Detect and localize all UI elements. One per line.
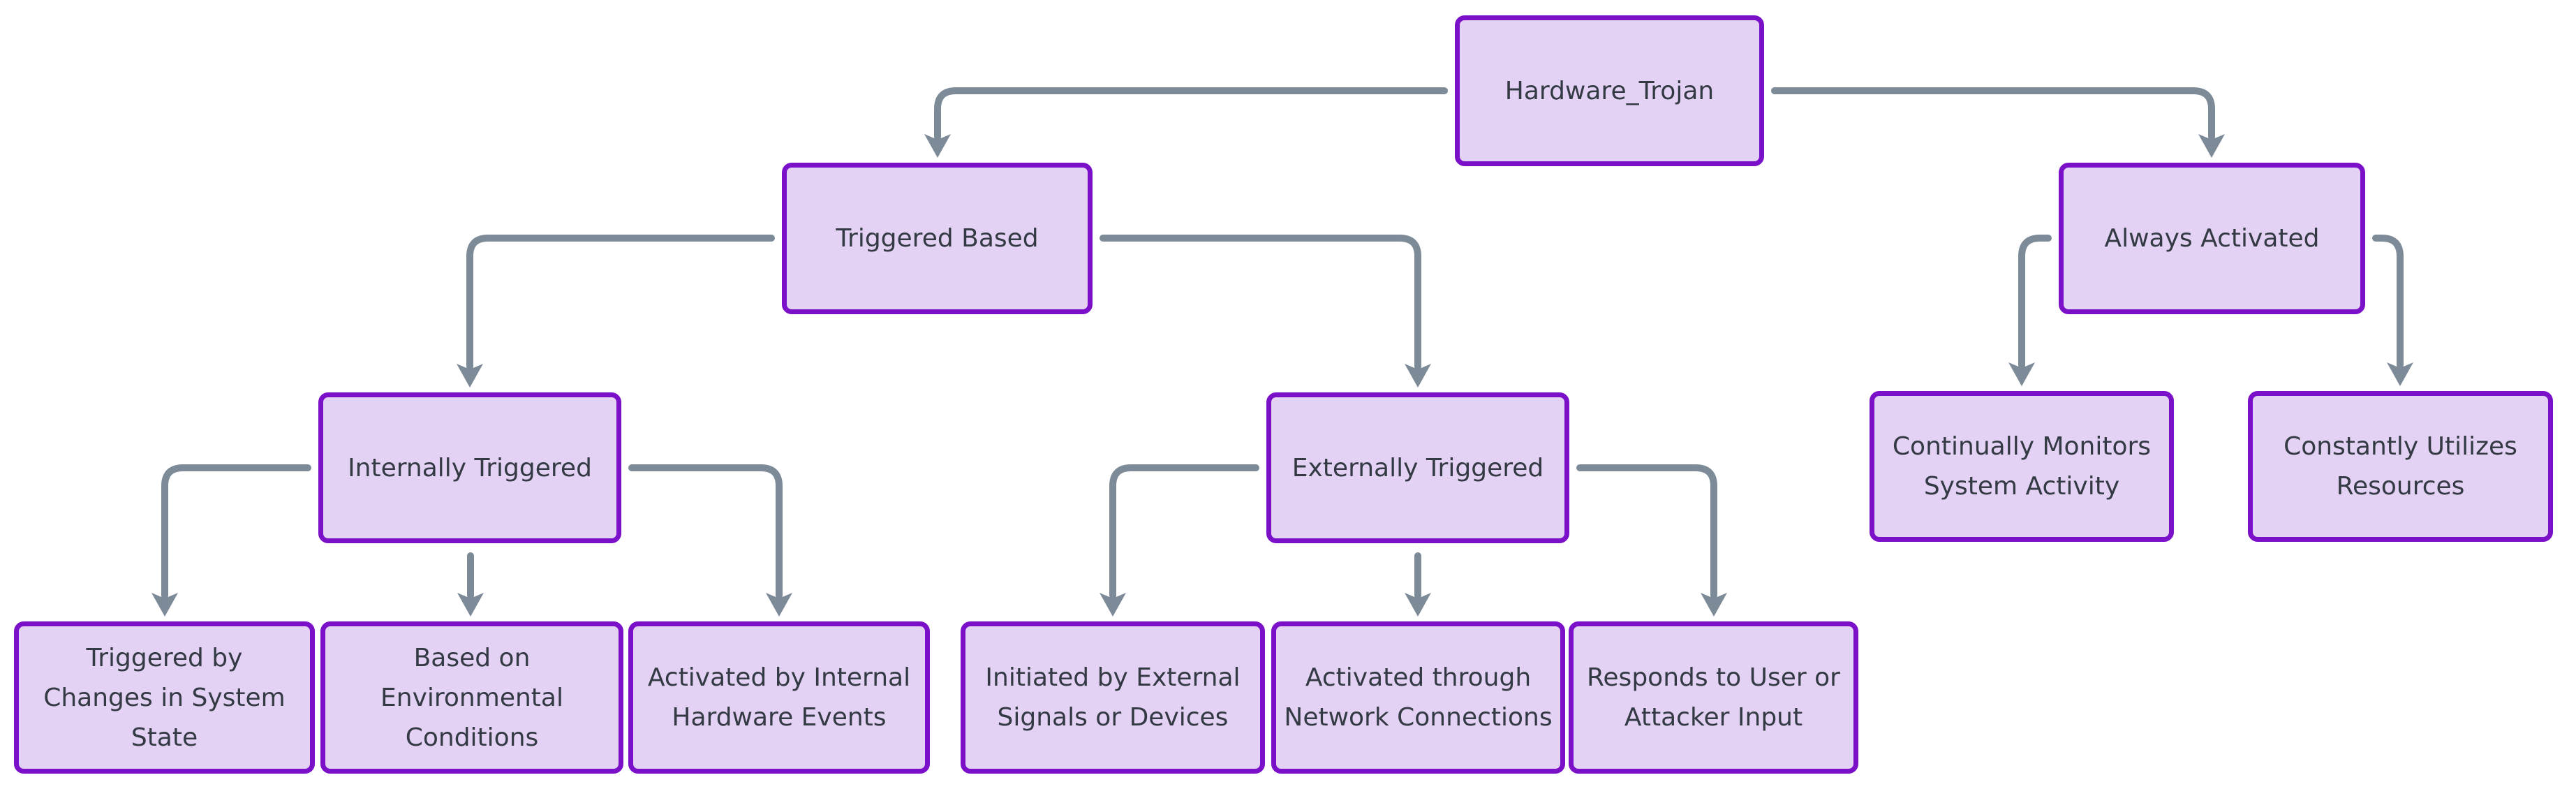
node-continually-monitors: Continually Monitors System Activity — [1870, 391, 2174, 542]
arrowhead-continually-monitors — [2008, 362, 2035, 386]
node-responds-to-user: Responds to User or Attacker Input — [1569, 621, 1858, 774]
node-hardware-trojan: Hardware_Trojan — [1455, 15, 1764, 166]
edge-always-activated-to-continually-monitors — [2018, 235, 2052, 369]
edge-triggered-based-to-externally-triggered — [1100, 235, 1421, 370]
arrowhead-triggered-based — [924, 134, 951, 158]
node-activated-through-network: Activated through Network Connections — [1271, 621, 1565, 774]
arrowhead-constantly-utilizes — [2387, 362, 2413, 386]
node-initiated-by-external: Initiated by External Signals or Devices — [961, 621, 1265, 774]
arrowhead-activated-through-network — [1405, 593, 1431, 617]
arrowhead-externally-triggered — [1405, 364, 1431, 388]
node-triggered-by-changes: Triggered by Changes in System State — [14, 621, 315, 774]
edge-externally-triggered-to-responds-to-user — [1576, 464, 1717, 599]
node-triggered-based: Triggered Based — [782, 163, 1093, 314]
node-based-on-environmental: Based on Environmental Conditions — [320, 621, 623, 774]
arrowhead-always-activated — [2198, 134, 2225, 158]
arrowhead-activated-by-internal — [766, 593, 792, 617]
node-externally-triggered: Externally Triggered — [1266, 392, 1569, 543]
edge-triggered-based-to-internally-triggered — [466, 235, 775, 370]
node-constantly-utilizes: Constantly Utilizes Resources — [2248, 391, 2553, 542]
node-activated-by-internal: Activated by Internal Hardware Events — [628, 621, 930, 774]
edge-hardware-trojan-to-triggered-based — [934, 87, 1448, 140]
edge-internally-triggered-to-activated-by-internal — [628, 464, 783, 599]
arrowhead-triggered-by-changes — [151, 593, 178, 617]
arrowhead-responds-to-user — [1701, 593, 1727, 617]
node-always-activated: Always Activated — [2059, 163, 2365, 314]
edge-externally-triggered-to-initiated-by-external — [1109, 464, 1259, 599]
edge-internally-triggered-to-triggered-by-changes — [161, 464, 311, 599]
arrowhead-internally-triggered — [457, 364, 483, 388]
arrowhead-based-on-environmental — [457, 593, 484, 617]
arrowhead-initiated-by-external — [1100, 593, 1126, 617]
edge-hardware-trojan-to-always-activated — [1771, 87, 2215, 140]
node-internally-triggered: Internally Triggered — [318, 392, 621, 543]
edge-always-activated-to-constantly-utilizes — [2372, 235, 2404, 369]
